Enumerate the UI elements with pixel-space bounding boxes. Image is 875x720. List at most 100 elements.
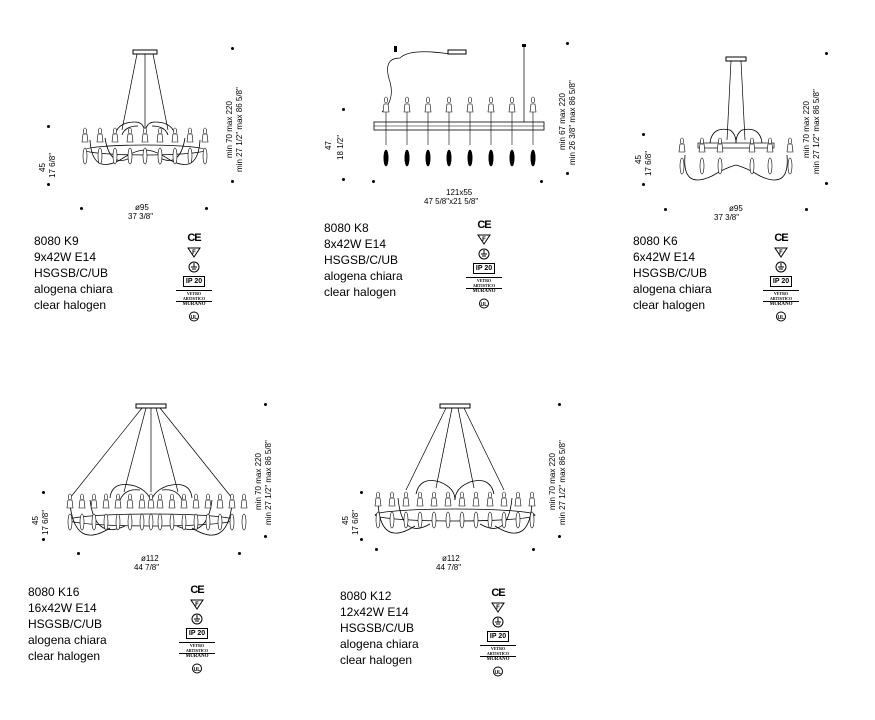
candle-cup (141, 133, 149, 143)
candle-cup (168, 499, 176, 509)
bulb-english: clear halogen (34, 298, 107, 312)
bulb-italian: alogena chiara (340, 637, 419, 651)
finish-code: HSGSB/C/UB (28, 617, 103, 631)
height-cm: 45 (31, 516, 40, 525)
diameter-cm: ø95 (729, 204, 743, 213)
candle-cup (487, 103, 495, 113)
model-code: 8080 K9 (34, 234, 79, 248)
glass-drop (445, 511, 451, 529)
candle-cup (528, 497, 536, 507)
dim-dot (47, 125, 50, 128)
candle-cup (216, 499, 224, 509)
candle-bulb (516, 491, 520, 499)
glass-drop (529, 511, 535, 529)
height-in: 17 6/8" (644, 150, 653, 176)
diameter-cm: ø95 (135, 203, 149, 212)
candle-bulb (158, 493, 162, 501)
spec-block-k8: 8080 K8 8x42W E14 HSGSB/C/UB alogena chi… (324, 220, 403, 300)
candle-cup (374, 497, 382, 507)
ip20-icon: IP 20 (769, 276, 793, 287)
dim-dot (805, 208, 808, 211)
candle-bulb (80, 493, 84, 501)
chandelier-drawing-k9 (0, 0, 260, 220)
candle-bulb (140, 493, 144, 501)
bulb-english: clear halogen (340, 653, 413, 667)
dim-dot (825, 52, 828, 55)
spec-block-k6: 8080 K6 6x42W E14 HSGSB/C/UB alogena chi… (633, 233, 712, 313)
lamp-spec: 16x42W E14 (28, 601, 97, 615)
glass-drop (530, 149, 536, 167)
spec-block-k16: 8080 K16 16x42W E14 HSGSB/C/UB alogena c… (28, 584, 107, 664)
candle-cup (126, 133, 134, 143)
glass-drop (67, 513, 73, 531)
diameter-in: 44 7/8" (436, 563, 462, 572)
glass-drop (699, 157, 705, 175)
glass-drop (425, 149, 431, 167)
model-code: 8080 K8 (324, 221, 369, 235)
candle-cup (114, 499, 122, 509)
bulb-italian: alogena chiara (34, 282, 113, 296)
glass-drop (515, 511, 521, 529)
murano-top: VETRO ARTISTICO (466, 277, 502, 289)
drop-cm: min 70 max 220 (802, 101, 811, 158)
candle-cup (402, 497, 410, 507)
candle-bulb (230, 493, 234, 501)
candle-bulb (768, 137, 772, 145)
candle-bulb (104, 493, 108, 501)
dim-dot (342, 178, 345, 181)
dim-dot (342, 108, 345, 111)
dim-dot (566, 172, 569, 175)
candle-cup (204, 499, 212, 509)
svg-text:UL: UL (481, 302, 488, 308)
glass-drop (446, 149, 452, 167)
candle-bulb (158, 127, 162, 135)
ul-mark-icon: UL (493, 666, 503, 677)
candle-bulb (510, 96, 514, 104)
svg-text:F: F (192, 250, 196, 256)
drop-in: min 26 3/8" max 86 5/8" (568, 80, 577, 165)
glass-drop (181, 513, 187, 531)
candle-bulb (83, 127, 87, 135)
ce-mark-icon: CE (190, 584, 204, 596)
dim-dot (264, 535, 267, 538)
f-mark-icon: F (477, 234, 491, 245)
f-mark-icon: F (190, 599, 204, 610)
candle-bulb (188, 127, 192, 135)
finish-code: HSGSB/C/UB (34, 266, 109, 280)
svg-text:F: F (496, 605, 500, 611)
candle-bulb (173, 127, 177, 135)
candle-cup (403, 103, 411, 113)
glass-drop (229, 513, 235, 531)
svg-text:UL: UL (495, 670, 502, 676)
candle-bulb (113, 127, 117, 135)
candle-bulb (530, 491, 534, 499)
candle-cup (445, 103, 453, 113)
glass-drop (115, 513, 121, 531)
candle-cup (529, 103, 537, 113)
height-in: 17 6/8" (48, 152, 57, 178)
ground-icon (188, 261, 200, 273)
f-mark-icon: F (774, 247, 788, 258)
glass-drop (383, 149, 389, 167)
diameter-cm: ø112 (442, 554, 460, 563)
svg-text:F: F (779, 250, 783, 256)
candle-cup (156, 499, 164, 509)
diameter-in: 37 3/8" (128, 212, 154, 221)
dim-dot (664, 208, 667, 211)
dim-dot (80, 207, 83, 210)
chandelier-k9-svg (81, 49, 209, 165)
glass-drop (404, 149, 410, 167)
chandelier-drawing-k6 (590, 0, 850, 220)
murano-bottom: MURANO (486, 657, 510, 662)
height-in: 17 6/8" (351, 509, 360, 535)
bulb-english: clear halogen (633, 298, 706, 312)
candle-cup (416, 497, 424, 507)
candle-cup (78, 499, 86, 509)
dim-dot (566, 42, 569, 45)
glass-drop (79, 513, 85, 531)
candle-cup (698, 143, 706, 153)
